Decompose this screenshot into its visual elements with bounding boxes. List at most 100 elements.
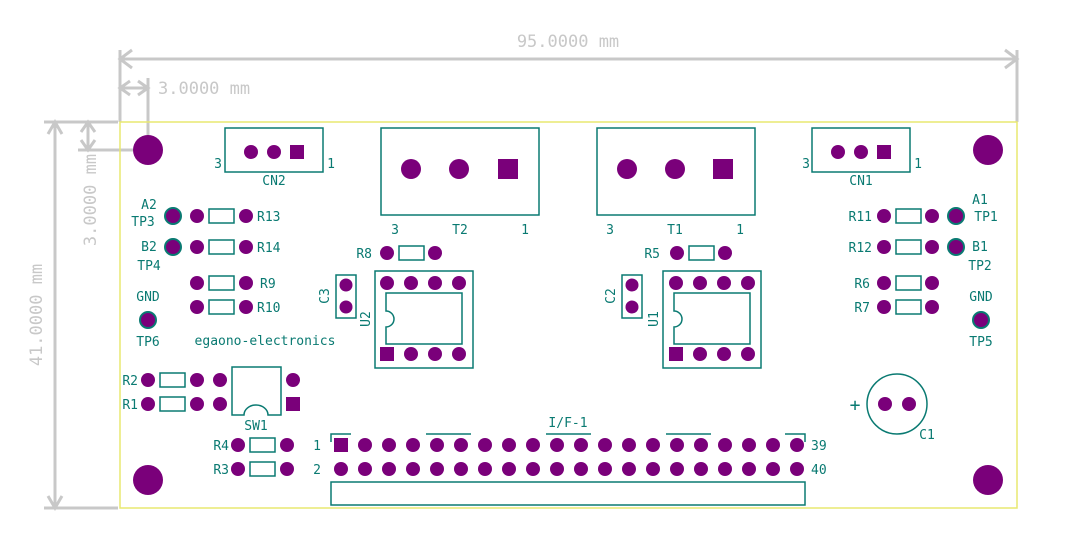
header-pin	[790, 438, 804, 452]
gnd-right-label: GND	[969, 290, 993, 305]
r12-label: R12	[849, 241, 872, 256]
header-pin	[382, 462, 396, 476]
header-pin	[358, 462, 372, 476]
tp1-label: TP1	[974, 210, 997, 225]
header-pin	[502, 462, 516, 476]
header-pin	[766, 462, 780, 476]
header-pin	[358, 438, 372, 452]
header-if1	[330, 433, 806, 506]
capacitor-c1	[866, 373, 928, 435]
r4-label: R4	[213, 439, 229, 454]
resistors-r4-r3	[231, 437, 294, 477]
header-pin	[670, 462, 684, 476]
t2-pin3-label: 3	[391, 223, 399, 238]
header-pin	[430, 462, 444, 476]
t1-pin1-label: 1	[736, 223, 744, 238]
t2-pin1-label: 1	[521, 223, 529, 238]
header-pin	[502, 438, 516, 452]
header-pin	[622, 462, 636, 476]
header-pin	[718, 438, 732, 452]
dim-hole-offset-x: 3.0000 mm	[158, 79, 250, 99]
connector-cn1	[811, 127, 911, 173]
resistors-right	[877, 208, 939, 315]
cn2-pin1-label: 1	[327, 157, 335, 172]
header-pin	[598, 438, 612, 452]
header-pin1-label: 1	[313, 439, 321, 454]
resistor-r8	[380, 245, 442, 261]
test-points-left	[139, 207, 182, 329]
tp4-label: TP4	[137, 259, 161, 274]
header-pin	[622, 438, 636, 452]
header-pin	[526, 462, 540, 476]
header-pin	[478, 438, 492, 452]
c3-label: C3	[318, 288, 333, 304]
cn1-pin1-label: 1	[914, 157, 922, 172]
if1-label: I/F-1	[548, 416, 587, 431]
gnd-left-label: GND	[136, 290, 160, 305]
header-pins	[334, 438, 804, 476]
tp5-label: TP5	[969, 335, 992, 350]
cn1-label: CN1	[849, 174, 872, 189]
tp2-label: TP2	[968, 259, 991, 274]
switch-sw1	[213, 366, 300, 416]
header-pin	[334, 462, 348, 476]
resistors-r2-r1	[141, 372, 204, 412]
t2-label: T2	[452, 223, 468, 238]
r11-label: R11	[849, 210, 872, 225]
r2-label: R2	[122, 374, 138, 389]
test-points-right	[947, 207, 990, 329]
c1-plus-label: +	[850, 395, 861, 416]
header-pin	[790, 462, 804, 476]
r5-label: R5	[644, 247, 660, 262]
r9-label: R9	[260, 277, 276, 292]
sw1-label: SW1	[244, 419, 267, 434]
b2-label: B2	[141, 240, 157, 255]
r10-label: R10	[257, 301, 280, 316]
r3-label: R3	[213, 463, 229, 478]
resistor-r5	[670, 245, 732, 261]
header-pin	[406, 438, 420, 452]
dimension-lines	[44, 48, 1020, 511]
header-pin	[478, 462, 492, 476]
header-pin	[454, 438, 468, 452]
header-pin	[646, 438, 660, 452]
header-pin	[694, 462, 708, 476]
header-pin	[526, 438, 540, 452]
header-pin	[598, 462, 612, 476]
r8-label: R8	[356, 247, 372, 262]
header-pin	[574, 462, 588, 476]
header-pin	[766, 438, 780, 452]
header-pin39-label: 39	[811, 439, 827, 454]
ic-u2	[374, 270, 474, 369]
t1-pin3-label: 3	[606, 223, 614, 238]
header-pin	[550, 462, 564, 476]
c1-label: C1	[919, 428, 935, 443]
u1-label: U1	[647, 311, 662, 327]
header-pin	[334, 438, 348, 452]
u2-label: U2	[359, 311, 374, 327]
mounting-holes	[133, 135, 1003, 495]
r13-label: R13	[257, 210, 280, 225]
capacitor-c2	[621, 274, 643, 319]
r6-label: R6	[854, 277, 870, 292]
ic-u1	[662, 270, 762, 369]
r1-label: R1	[122, 398, 138, 413]
dim-board-width: 95.0000 mm	[517, 32, 619, 52]
connector-cn2	[224, 127, 324, 173]
t1-label: T1	[667, 223, 683, 238]
board-outline	[119, 121, 1018, 509]
header-pin	[550, 438, 564, 452]
r7-label: R7	[854, 301, 870, 316]
cn2-pin3-label: 3	[214, 157, 222, 172]
tp6-label: TP6	[136, 335, 159, 350]
dim-hole-offset-y: 3.0000 mm	[81, 154, 101, 246]
resistors-left	[190, 208, 253, 315]
c2-label: C2	[604, 288, 619, 304]
brand-text: egaono-electronics	[195, 334, 336, 349]
header-pin	[646, 462, 660, 476]
header-pin	[694, 438, 708, 452]
dim-board-height: 41.0000 mm	[27, 264, 47, 366]
header-pin	[430, 438, 444, 452]
header-pin40-label: 40	[811, 463, 827, 478]
